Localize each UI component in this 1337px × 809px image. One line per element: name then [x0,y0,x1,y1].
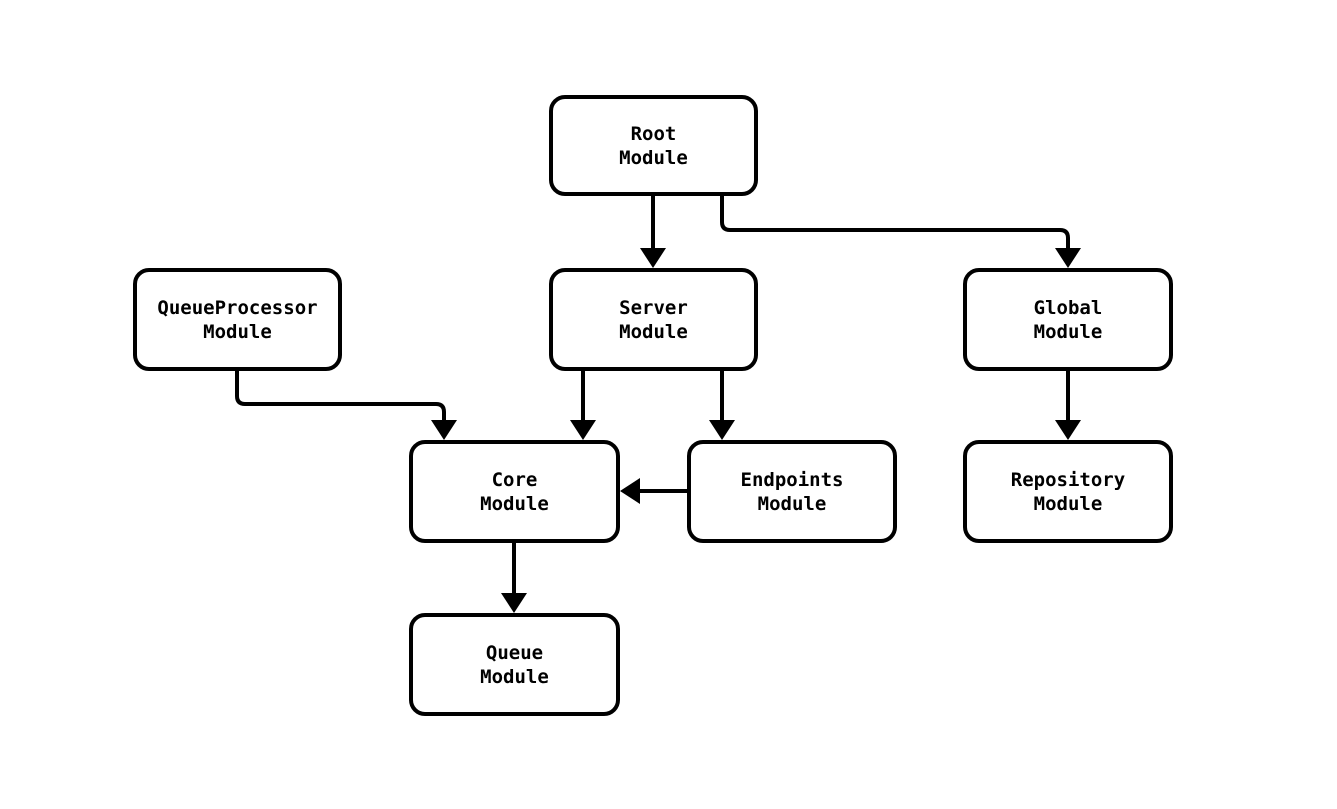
node-label-server-line1: Server [619,297,688,319]
node-box-global[interactable] [963,268,1173,371]
node-label-endpoints-line2: Module [758,493,827,515]
node-label-global-line2: Module [1034,321,1103,343]
edges-layer [235,196,1081,613]
node-label-queueprocessor-line2: Module [203,321,272,343]
node-label-core-line1: Core [492,469,538,491]
node-box-endpoints[interactable] [687,440,897,543]
node-label-queue-line1: Queue [486,642,543,664]
edge-line-root-global [720,196,1070,259]
node-label-repository-line1: Repository [1011,469,1125,491]
node-label-global-line1: Global [1034,297,1103,319]
node-box-repository[interactable] [963,440,1173,543]
node-label-endpoints-line1: Endpoints [741,469,844,491]
arrowhead-server-endpoints [709,420,735,440]
node-label-queueprocessor-line1: QueueProcessor [157,297,317,319]
node-label-core-line2: Module [480,493,549,515]
node-box-root[interactable] [549,95,758,196]
edge-root-global [720,196,1081,268]
arrowhead-queueprocessor-core [431,420,457,440]
arrowhead-core-queue [501,593,527,613]
arrowhead-root-server [640,248,666,268]
edge-endpoints-core [620,478,687,504]
node-label-root-line1: Root [631,123,677,145]
node-label-queue-line2: Module [480,666,549,688]
node-box-queueprocessor[interactable] [133,268,342,371]
node-box-core[interactable] [409,440,620,543]
arrowhead-root-global [1055,248,1081,268]
node-box-queue[interactable] [409,613,620,716]
edge-server-core [570,371,596,440]
arrowhead-global-repository [1055,420,1081,440]
edge-global-repository [1055,371,1081,440]
node-label-repository-line2: Module [1034,493,1103,515]
node-box-server[interactable] [549,268,758,371]
edge-core-queue [501,543,527,613]
node-label-server-line2: Module [619,321,688,343]
arrowhead-server-core [570,420,596,440]
edge-root-server [640,196,666,268]
arrowhead-endpoints-core [620,478,640,504]
edge-queueprocessor-core [235,371,457,440]
edge-server-endpoints [709,371,735,440]
nodes-layer: RootModuleQueueProcessorModuleServerModu… [133,95,1173,716]
node-label-root-line2: Module [619,147,688,169]
edge-line-queueprocessor-core [235,371,446,431]
